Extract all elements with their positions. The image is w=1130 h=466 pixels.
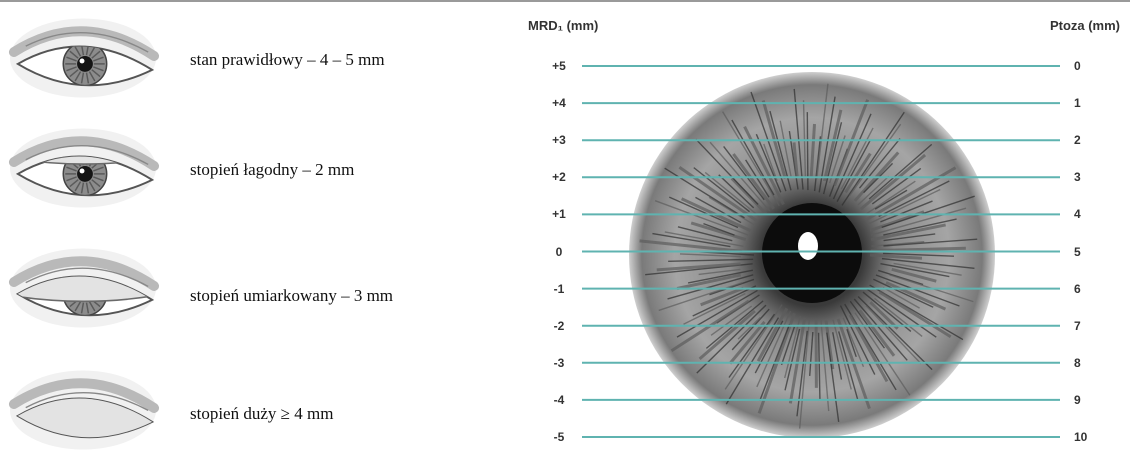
eye-severe-ptosis-icon — [8, 370, 160, 450]
ptosis-label: 2 — [1074, 133, 1081, 148]
ptosis-label: 6 — [1074, 281, 1081, 296]
grade-row-mild: stopień łagodny – 2 mm — [0, 122, 500, 222]
scale-lines — [582, 65, 1060, 438]
ptosis-label: 8 — [1074, 355, 1081, 370]
pupil-highlight — [798, 232, 818, 260]
mrd-label: -2 — [553, 318, 565, 333]
mrd-header: MRD₁ (mm) — [528, 18, 599, 33]
mrd-label: -4 — [553, 392, 565, 407]
mrd-label: +2 — [552, 170, 566, 185]
mrd-label: +4 — [552, 96, 566, 111]
top-rule — [0, 0, 1130, 2]
mrd-label: -5 — [553, 430, 565, 444]
mrd-label: 0 — [555, 244, 563, 259]
grade-label-moderate: stopień umiarkowany – 3 mm — [190, 286, 394, 305]
ptosis-label: 0 — [1074, 59, 1081, 73]
ptosis-label: 7 — [1074, 318, 1081, 333]
ptosis-label: 9 — [1074, 392, 1081, 407]
ptosis-label: 10 — [1074, 430, 1088, 444]
ptosis-label: 5 — [1074, 244, 1081, 259]
ptosis-label: 3 — [1074, 170, 1081, 185]
mrd-label: -1 — [553, 281, 565, 296]
grade-row-severe: stopień duży ≥ 4 mm — [0, 364, 500, 464]
mrd-ptosis-scale: MRD₁ (mm) Ptoza (mm) +5 +4 +3 +2 +1 0 -1… — [520, 0, 1130, 466]
mrd-label: +1 — [552, 207, 566, 222]
eye-normal-icon — [8, 18, 160, 98]
ptosis-label: 4 — [1074, 207, 1081, 222]
iris-illustration — [582, 65, 1060, 438]
ptosis-header: Ptoza (mm) — [1049, 18, 1120, 33]
ptosis-label: 1 — [1074, 96, 1081, 111]
grade-label-mild: stopień łagodny – 2 mm — [190, 160, 355, 179]
eye-mild-ptosis-icon — [8, 128, 160, 208]
grade-label-normal: stan prawidłowy – 4 – 5 mm — [190, 50, 385, 69]
mrd-label: -3 — [553, 355, 565, 370]
mrd-label: +5 — [552, 59, 566, 73]
eye-moderate-ptosis-icon — [8, 248, 160, 328]
grade-label-severe: stopień duży ≥ 4 mm — [190, 404, 334, 423]
grade-row-normal: stan prawidłowy – 4 – 5 mm — [0, 12, 500, 112]
mrd-label: +3 — [552, 133, 566, 148]
iris-fibers — [639, 83, 978, 429]
grade-row-moderate: stopień umiarkowany – 3 mm — [0, 242, 500, 342]
